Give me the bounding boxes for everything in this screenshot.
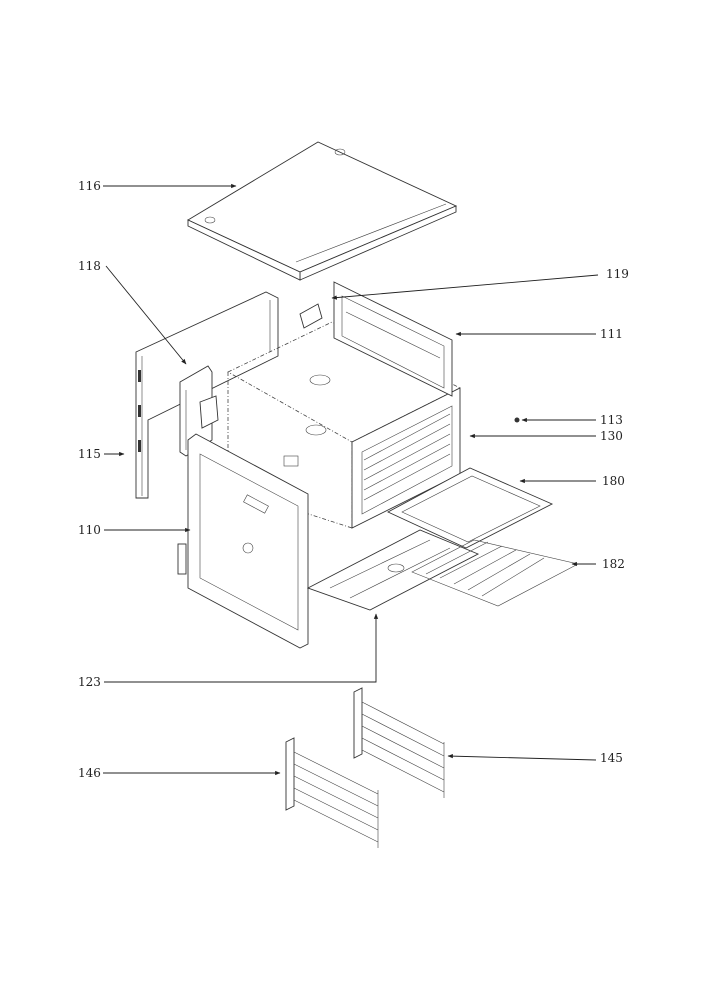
part-146-left-shelf-support <box>285 737 379 848</box>
callout-118: 118 <box>78 259 101 273</box>
part-111-back-frame <box>333 281 453 397</box>
callout-130: 130 <box>600 429 623 443</box>
part-110-front-frame <box>177 433 309 649</box>
leader-145 <box>447 753 597 761</box>
callout-182: 182 <box>602 557 625 571</box>
part-145-right-shelf-support <box>353 687 445 798</box>
callout-labels: 116 118 119 111 113 130 115 180 110 182 … <box>78 179 629 780</box>
callout-123: 123 <box>78 675 101 689</box>
part-118-hinge-bracket <box>179 365 219 457</box>
callout-119: 119 <box>606 267 629 281</box>
leader-118 <box>105 265 187 365</box>
callout-146: 146 <box>78 766 101 780</box>
part-180-baking-tray <box>386 467 554 549</box>
cavity-shelf-rails <box>363 413 451 501</box>
part-123-bottom-floor <box>306 529 480 611</box>
callout-116: 116 <box>78 179 101 193</box>
callout-115: 115 <box>78 447 101 461</box>
part-115-left-side-panel <box>135 291 279 499</box>
leader-123 <box>104 613 379 683</box>
part-119-bracket <box>299 303 323 329</box>
callout-180: 180 <box>602 474 625 488</box>
leader-lines <box>103 183 599 776</box>
callout-145: 145 <box>600 751 623 765</box>
callout-113: 113 <box>600 413 623 427</box>
callout-110: 110 <box>78 523 101 537</box>
callout-111: 111 <box>600 327 623 341</box>
leader-119 <box>331 274 599 300</box>
part-113-screw <box>514 417 520 423</box>
part-116-top-cover <box>187 141 458 281</box>
